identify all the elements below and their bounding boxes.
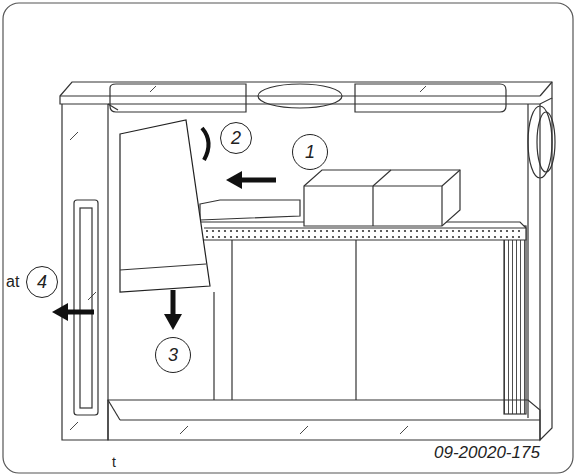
- callout-circle: 4: [26, 266, 58, 298]
- text-fragment: at: [6, 274, 19, 290]
- text-fragment: t: [112, 455, 116, 469]
- figure-number: 09-20020-175: [434, 444, 540, 461]
- callout-circle: 3: [155, 337, 191, 373]
- callout-circle: 2: [220, 122, 252, 154]
- callout-number: 2: [231, 129, 241, 147]
- callout-circle: 1: [292, 134, 328, 170]
- callout-number: 1: [305, 143, 315, 161]
- callout-number: 3: [168, 346, 178, 364]
- callout-number: 4: [37, 273, 47, 291]
